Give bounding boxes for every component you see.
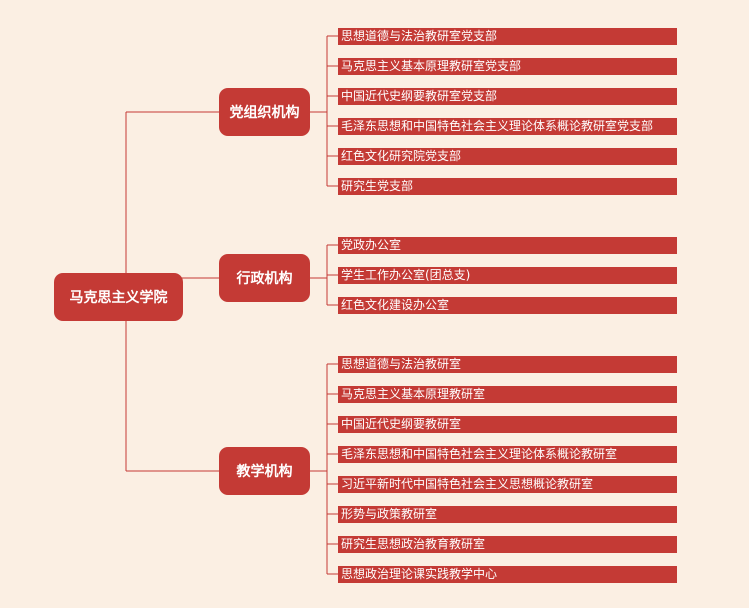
- leaf-party-5: 红色文化研究院党支部: [338, 148, 677, 165]
- branch-node-teaching: 教学机构: [219, 447, 310, 495]
- leaf-teaching-4: 毛泽东思想和中国特色社会主义理论体系概论教研室: [338, 446, 677, 463]
- leaf-admin-2: 学生工作办公室(团总支): [338, 267, 677, 284]
- leaf-admin-1: 党政办公室: [338, 237, 677, 254]
- branch-node-admin: 行政机构: [219, 254, 310, 302]
- leaf-teaching-8: 思想政治理论课实践教学中心: [338, 566, 677, 583]
- leaf-teaching-3: 中国近代史纲要教研室: [338, 416, 677, 433]
- leaf-teaching-7: 研究生思想政治教育教研室: [338, 536, 677, 553]
- leaf-party-3: 中国近代史纲要教研室党支部: [338, 88, 677, 105]
- leaf-party-1: 思想道德与法治教研室党支部: [338, 28, 677, 45]
- branch-node-party: 党组织机构: [219, 88, 310, 136]
- leaf-teaching-1: 思想道德与法治教研室: [338, 356, 677, 373]
- leaf-party-6: 研究生党支部: [338, 178, 677, 195]
- leaf-teaching-2: 马克思主义基本原理教研室: [338, 386, 677, 403]
- leaf-party-2: 马克思主义基本原理教研室党支部: [338, 58, 677, 75]
- leaf-teaching-5: 习近平新时代中国特色社会主义思想概论教研室: [338, 476, 677, 493]
- leaf-admin-3: 红色文化建设办公室: [338, 297, 677, 314]
- leaf-teaching-6: 形势与政策教研室: [338, 506, 677, 523]
- root-node: 马克思主义学院: [54, 273, 183, 321]
- leaf-party-4: 毛泽东思想和中国特色社会主义理论体系概论教研室党支部: [338, 118, 677, 135]
